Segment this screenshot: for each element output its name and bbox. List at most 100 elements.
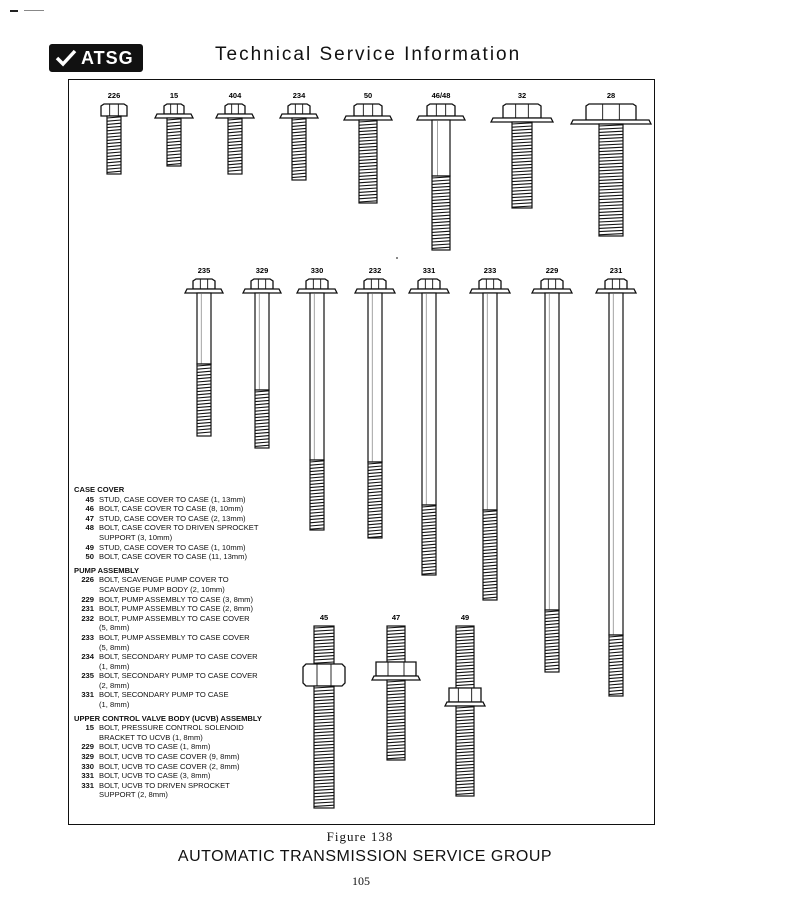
bolt-label: 28: [607, 91, 615, 100]
bolt-label: 235: [198, 266, 211, 275]
stud-label: 47: [392, 613, 400, 622]
legend-item: SCAVENGE PUMP BODY (2, 10mm): [74, 585, 262, 595]
legend-item: BRACKET TO UCVB (1, 8mm): [74, 733, 262, 743]
legend-item-text: BOLT, SCAVENGE PUMP COVER TO: [99, 575, 229, 585]
legend-section-title: UPPER CONTROL VALVE BODY (UCVB) ASSEMBLY: [74, 713, 262, 723]
scan-mark: [24, 10, 44, 11]
bolt-label: 15: [170, 91, 178, 100]
bolt-label: 329: [256, 266, 269, 275]
page-title: Technical Service Information: [215, 44, 522, 65]
legend-item-number: 226: [81, 575, 94, 585]
legend-item-text: BRACKET TO UCVB (1, 8mm): [99, 732, 203, 742]
bolt-232: 232: [353, 266, 397, 539]
bolt-15: 15: [153, 91, 195, 167]
bolt-label: 50: [364, 91, 372, 100]
bolt-28: 28: [569, 91, 653, 237]
stud-47: 47: [370, 613, 422, 761]
bolt-label: 404: [229, 91, 242, 100]
legend-item-text: SUPPORT (3, 10mm): [99, 532, 173, 542]
legend-item-text: (1, 8mm): [99, 700, 130, 710]
bolt-32: 32: [489, 91, 555, 209]
legend-item: 232 BOLT, PUMP ASSEMBLY TO CASE COVER: [74, 614, 262, 624]
legend-item-text: BOLT, SECONDARY PUMP TO CASE: [99, 690, 229, 700]
legend-item-number: 47: [85, 513, 94, 523]
legend-item: (1, 8mm): [74, 662, 262, 672]
legend-item-number: 232: [81, 613, 94, 623]
stud-49: 49: [443, 613, 487, 797]
legend-item: (1, 8mm): [74, 700, 262, 710]
bolt-331: 331: [407, 266, 451, 576]
bolt-label: 229: [546, 266, 559, 275]
bolt-label: 234: [293, 91, 306, 100]
bolt-label: 226: [108, 91, 121, 100]
legend-item: 331 BOLT, SECONDARY PUMP TO CASE: [74, 690, 262, 700]
logo-text: ATSG: [81, 47, 134, 68]
bolt-229: 229: [530, 266, 574, 673]
legend-item-number: 235: [81, 671, 94, 681]
legend-item-text: (5, 8mm): [99, 623, 130, 633]
legend-item: 226 BOLT, SCAVENGE PUMP COVER TO: [74, 575, 262, 585]
legend-item: 233 BOLT, PUMP ASSEMBLY TO CASE COVER: [74, 633, 262, 643]
legend-item-text: SCAVENGE PUMP BODY (2, 10mm): [99, 584, 225, 594]
legend-item-text: BOLT, UCVB TO DRIVEN SPROCKET: [99, 780, 230, 790]
bolt-404: 404: [214, 91, 256, 175]
legend-item-number: 331: [81, 690, 94, 700]
bolt-231: 231: [594, 266, 638, 697]
stud-45: 45: [302, 613, 346, 809]
legend-item-text: BOLT, UCVB TO CASE (1, 8mm): [99, 742, 211, 752]
legend-item: (2, 8mm): [74, 681, 262, 691]
legend-item-number: 48: [85, 523, 94, 533]
legend-item-number: 331: [81, 771, 94, 781]
legend-item-text: STUD, CASE COVER TO CASE (1, 13mm): [99, 494, 246, 504]
stud-label: 49: [461, 613, 469, 622]
scan-dot: [396, 257, 398, 259]
legend-item-text: (1, 8mm): [99, 661, 130, 671]
legend-item-text: (2, 8mm): [99, 680, 130, 690]
legend-item-number: 231: [81, 604, 94, 614]
scan-mark: [10, 10, 18, 12]
legend-section-title: CASE COVER: [74, 485, 125, 494]
legend-item-text: BOLT, CASE COVER TO CASE (11, 13mm): [99, 552, 247, 562]
legend-section-title: PUMP ASSEMBLY: [74, 565, 140, 575]
bolt-label: 231: [610, 266, 623, 275]
bolt-50: 50: [342, 91, 394, 204]
bolt-label: 46/48: [432, 91, 451, 100]
legend-item-text: BOLT, PUMP ASSEMBLY TO CASE COVER: [99, 632, 250, 642]
legend-item-text: BOLT, SECONDARY PUMP TO CASE COVER: [99, 671, 258, 681]
bolt-233: 233: [468, 266, 512, 601]
legend-item-text: BOLT, PUMP ASSEMBLY TO CASE (3, 8mm): [99, 594, 254, 604]
legend-item-number: 330: [81, 761, 94, 771]
bolt-235: 235: [183, 266, 225, 437]
legend-item-number: 15: [85, 723, 94, 733]
bolt-329: 329: [241, 266, 283, 449]
bolt-label: 32: [518, 91, 526, 100]
stud-label: 45: [320, 613, 328, 622]
legend-item: SUPPORT (3, 10mm): [74, 533, 262, 543]
legend-item-text: BOLT, PUMP ASSEMBLY TO CASE (2, 8mm): [99, 604, 254, 614]
bolt-label: 331: [423, 266, 436, 275]
bolt-label: 330: [311, 266, 324, 275]
figure-caption: Figure 138: [326, 829, 394, 844]
bolt-label: 232: [369, 266, 382, 275]
legend-item-number: 233: [81, 632, 94, 642]
bolt-226: 226: [100, 91, 128, 175]
legend-item-text: BOLT, PUMP ASSEMBLY TO CASE COVER: [99, 613, 250, 623]
legend-item-text: BOLT, SECONDARY PUMP TO CASE COVER: [99, 652, 258, 662]
legend-item: 331 BOLT, UCVB TO CASE (3, 8mm): [74, 771, 262, 781]
legend-item-number: 45: [85, 494, 94, 504]
legend-item-text: BOLT, CASE COVER TO DRIVEN SPROCKET: [99, 523, 259, 533]
bolt-234: 234: [278, 91, 320, 181]
legend-item-text: BOLT, UCVB TO CASE (3, 8mm): [99, 771, 211, 781]
legend-item: 231 BOLT, PUMP ASSEMBLY TO CASE (2, 8mm): [74, 604, 262, 614]
atsg-logo: ATSG: [49, 44, 143, 72]
